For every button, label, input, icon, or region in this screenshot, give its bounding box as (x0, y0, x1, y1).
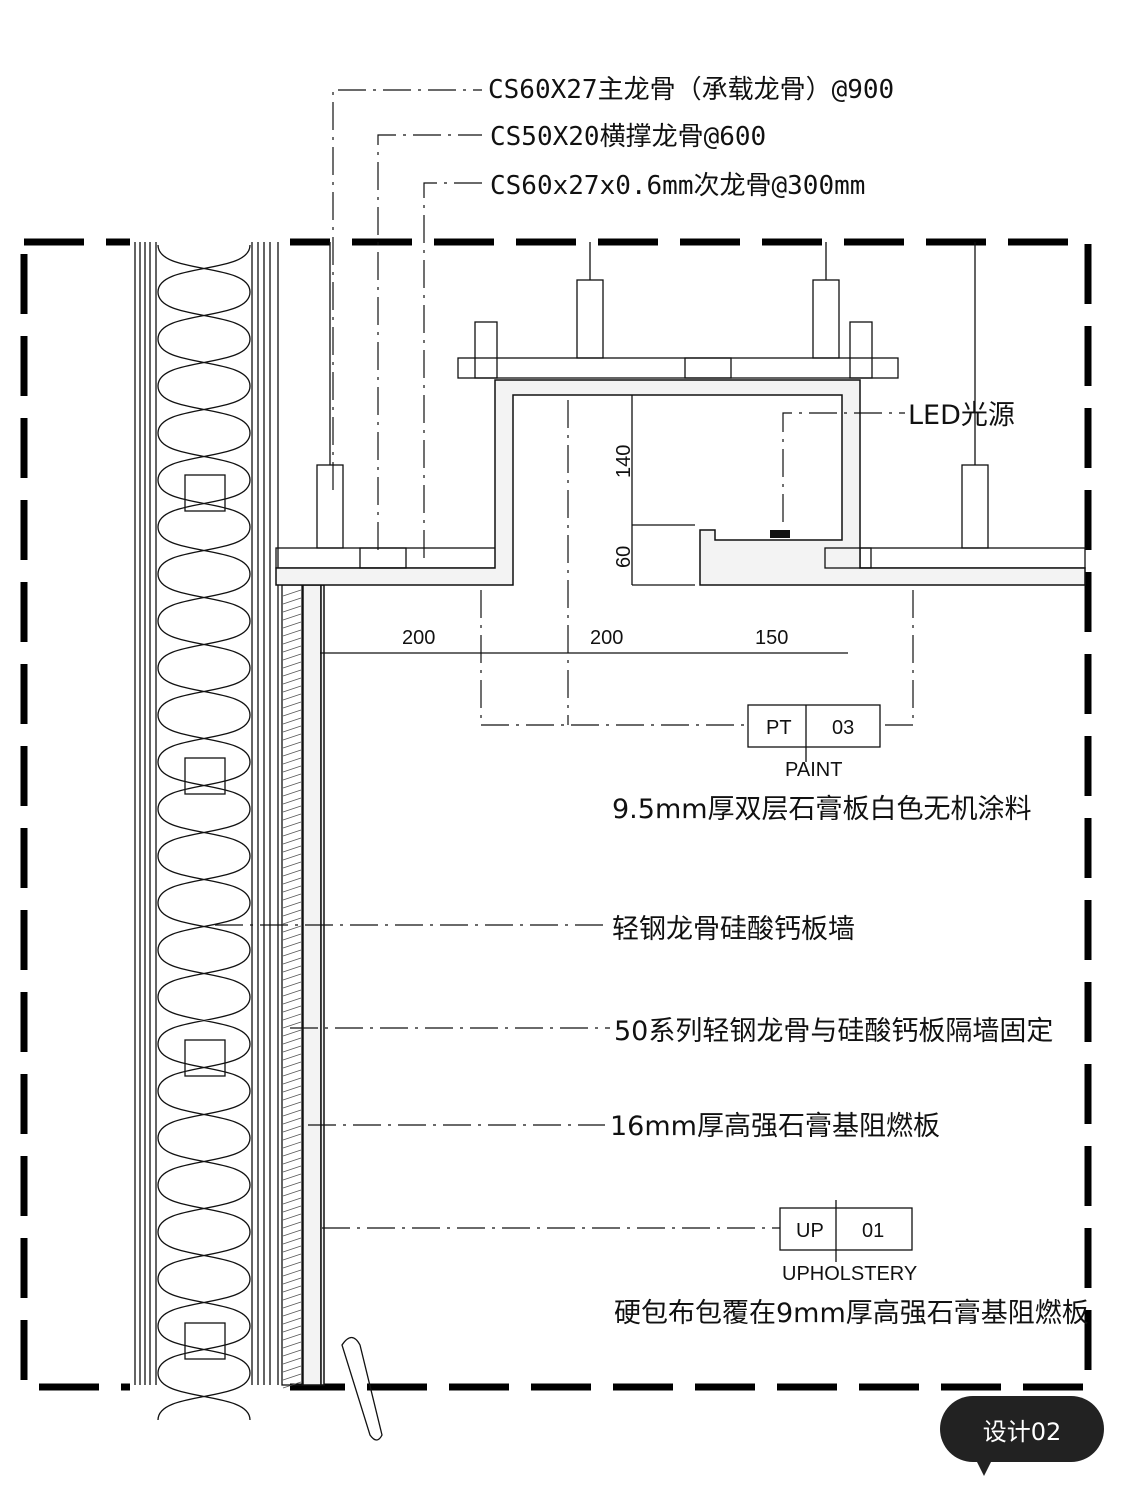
label-upholstery-desc: 硬包布包覆在9mm厚高强石膏基阻燃板 (614, 1298, 1089, 1329)
svg-text:01: 01 (862, 1220, 884, 1242)
svg-text:03: 03 (832, 717, 854, 739)
svg-text:PT: PT (766, 717, 792, 739)
insulation-pattern (157, 244, 251, 1421)
leader-lines (215, 89, 914, 1229)
break-symbol (341, 1336, 383, 1441)
board-hatch (282, 589, 302, 1389)
label-cross-keel: CS50X20横撑龙骨@600 (490, 122, 766, 152)
watermark-badge: 设计02 (940, 1396, 1104, 1462)
dim-200b: 200 (590, 627, 623, 649)
wall-section (134, 242, 325, 1421)
ceiling-section (275, 242, 1086, 586)
svg-text:PAINT: PAINT (785, 759, 842, 781)
tag-paint: PT 03 PAINT (747, 704, 881, 781)
label-main-keel: CS60X27主龙骨（承载龙骨）@900 (488, 75, 894, 105)
label-wall: 轻钢龙骨硅酸钙板墙 (612, 914, 855, 945)
label-paint-desc: 9.5mm厚双层石膏板白色无机涂料 (612, 794, 1032, 825)
label-secondary-keel: CS60x27x0.6mm次龙骨@300mm (490, 171, 865, 201)
badge-tail (972, 1452, 996, 1476)
svg-text:UPHOLSTERY: UPHOLSTERY (782, 1263, 917, 1285)
label-led: LED光源 (908, 400, 1015, 431)
label-fire-board: 16mm厚高强石膏基阻燃板 (610, 1111, 940, 1142)
dim-200a: 200 (402, 627, 435, 649)
svg-text:UP: UP (796, 1220, 824, 1242)
dim-140: 140 (613, 445, 635, 478)
dim-60: 60 (613, 546, 635, 568)
label-fixing: 50系列轻钢龙骨与硅酸钙板隔墙固定 (614, 1016, 1053, 1047)
drawing-border (20, 238, 1092, 1391)
tag-upholstery: UP 01 UPHOLSTERY (779, 1200, 917, 1285)
dim-150: 150 (755, 627, 788, 649)
